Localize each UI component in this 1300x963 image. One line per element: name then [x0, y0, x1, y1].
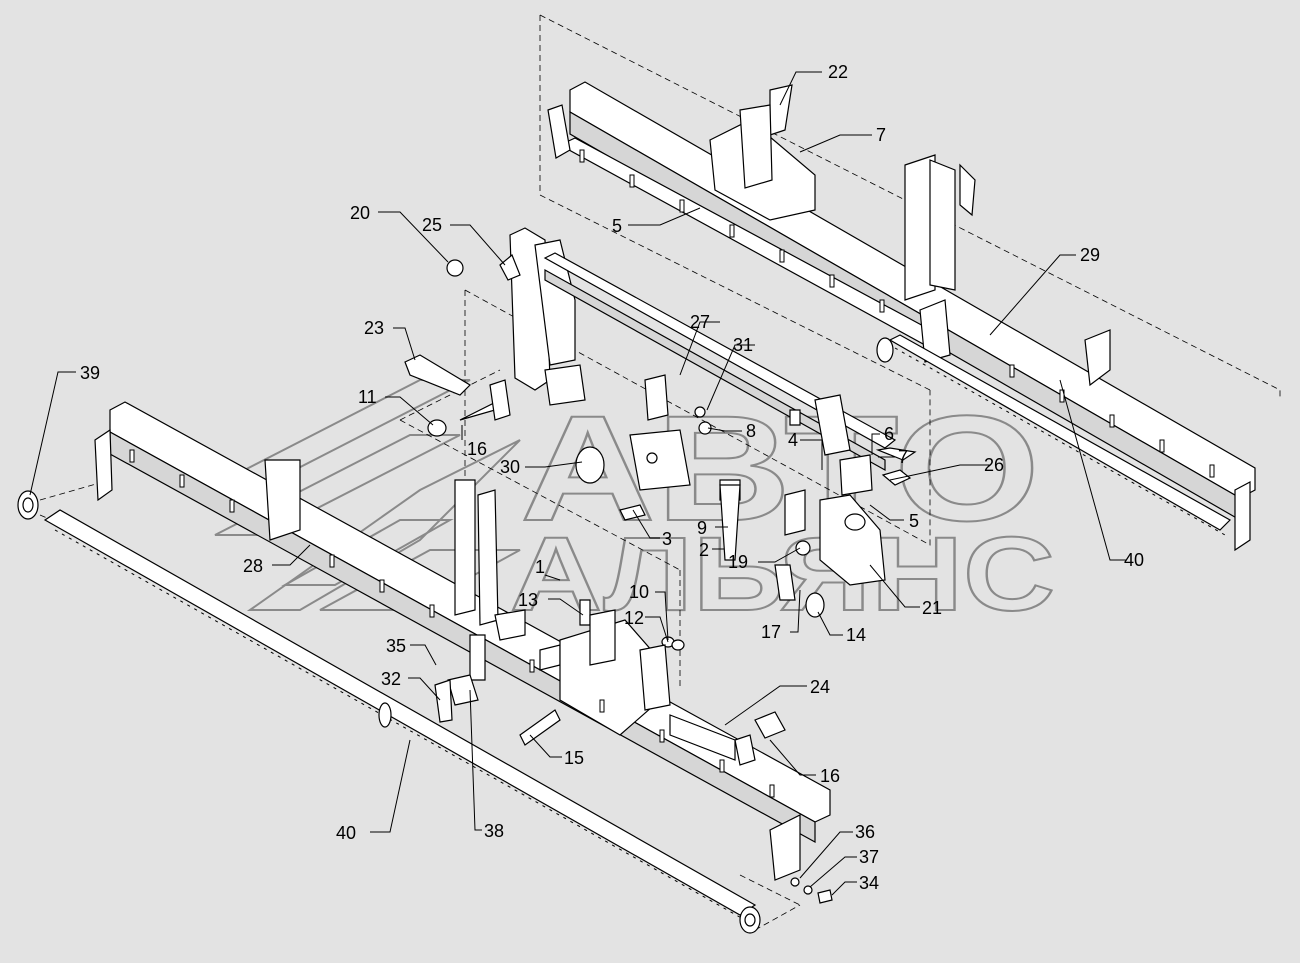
callout-15: 15: [564, 748, 584, 768]
front-roller: [17, 490, 833, 934]
callout-30: 30: [500, 457, 520, 477]
callout-16: 16: [467, 439, 487, 459]
callout-9: 9: [697, 518, 707, 538]
front-frame-teeth: [129, 449, 775, 798]
callout-17: 17: [761, 622, 781, 642]
middle-frame: [509, 227, 897, 586]
callout-26: 26: [984, 455, 1004, 475]
callout-37: 37: [859, 847, 879, 867]
callout-10: 10: [629, 582, 649, 602]
middle-small-parts: [404, 254, 917, 651]
callout-11: 11: [358, 387, 377, 407]
callout-28: 28: [243, 556, 263, 576]
callout-32: 32: [381, 669, 401, 689]
leader-lines: [29, 71, 1126, 896]
callout-27: 27: [690, 312, 710, 332]
callout-23: 23: [364, 318, 384, 338]
callout-24: 24: [810, 677, 830, 697]
callout-3: 3: [662, 529, 672, 549]
callout-19: 19: [728, 552, 748, 572]
callout-40: 40: [1124, 550, 1144, 570]
callout-1: 1: [535, 557, 545, 577]
callout-38: 38: [484, 821, 504, 841]
callout-14: 14: [846, 625, 866, 645]
callout-7: 7: [876, 125, 886, 145]
callout-22: 22: [828, 62, 848, 82]
callout-25: 25: [422, 215, 442, 235]
callout-13: 13: [518, 590, 538, 610]
callout-34: 34: [859, 873, 879, 893]
callout-21: 21: [922, 598, 942, 618]
callout-4: 4: [788, 430, 798, 450]
callout-5: 5: [612, 216, 622, 236]
callout-20: 20: [350, 203, 370, 223]
callout-36: 36: [855, 822, 875, 842]
callout-39: 39: [80, 363, 100, 383]
callout-12: 12: [624, 608, 644, 628]
callout-29: 29: [1080, 245, 1100, 265]
callout-40-b: 40: [336, 823, 356, 843]
callout-6: 6: [884, 424, 894, 444]
callout-2: 2: [699, 540, 709, 560]
callout-16-b: 16: [820, 766, 840, 786]
front-frame: [94, 401, 831, 881]
callout-7-b: 7: [898, 447, 908, 467]
callout-31: 31: [733, 335, 753, 355]
rear-frame: [547, 81, 1256, 552]
callout-35: 35: [386, 636, 406, 656]
callout-5-b: 5: [909, 511, 919, 531]
callout-labels: 22 7 5 20 25 29 27 31 23 39 11 16 8 4 6 …: [80, 62, 1144, 893]
callout-8: 8: [746, 421, 756, 441]
